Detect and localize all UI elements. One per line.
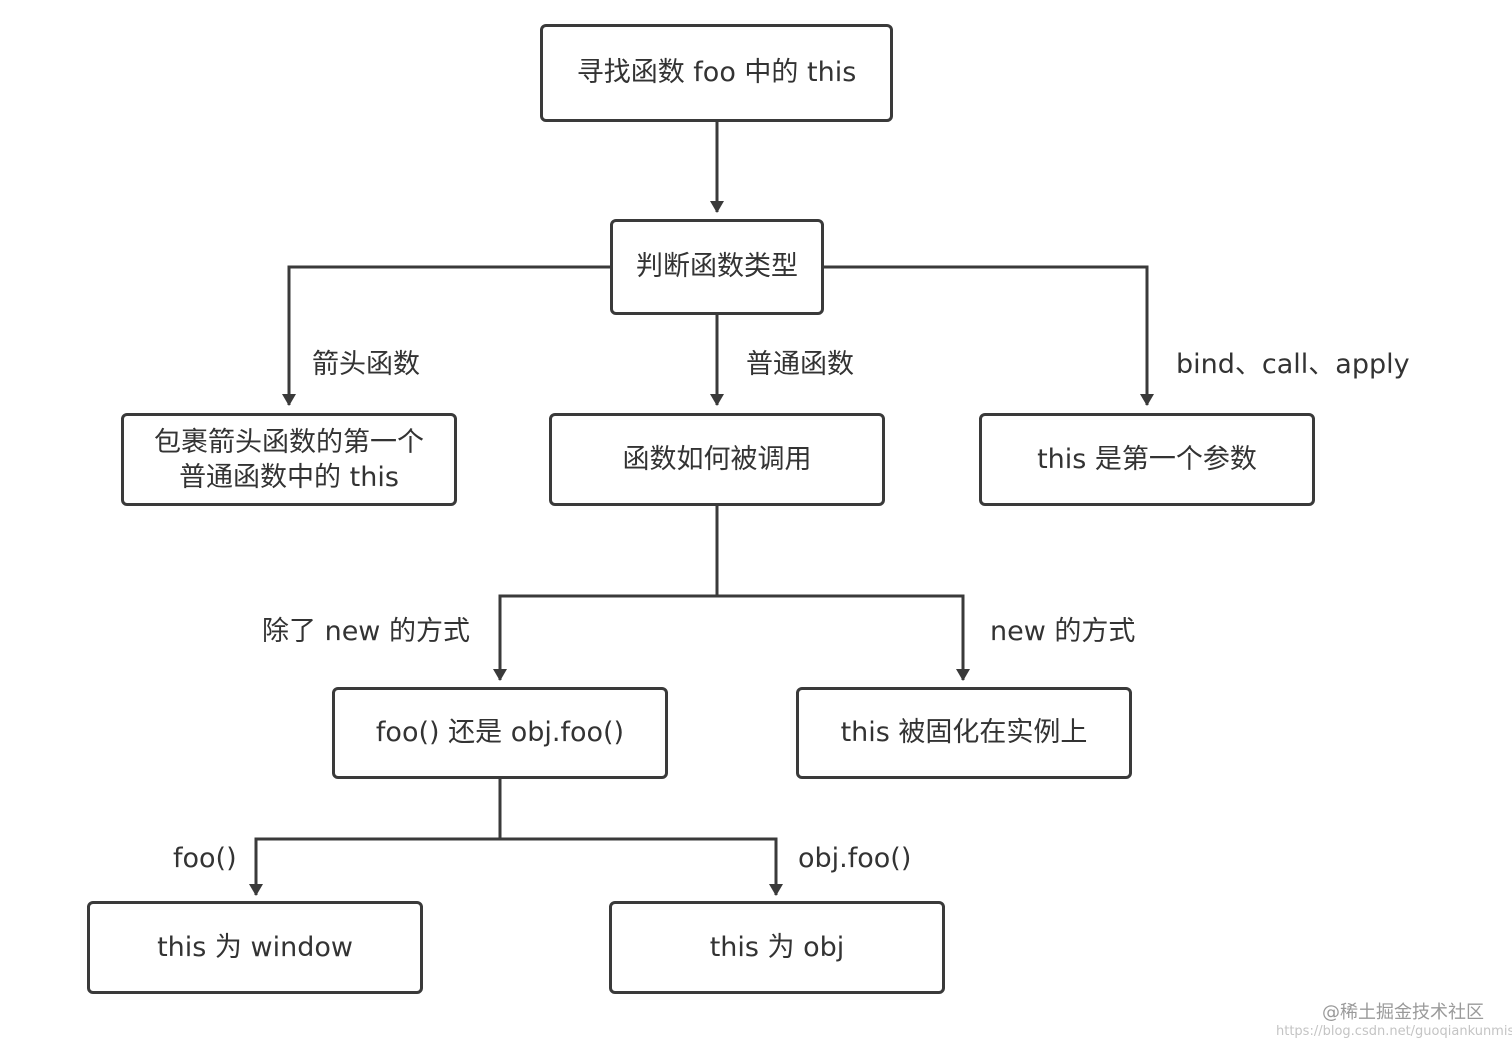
type-check-node: 判断函数类型 bbox=[610, 219, 824, 315]
connector-type-to-arrow bbox=[282, 265, 610, 406]
window-result-node: this 为 window bbox=[87, 901, 423, 994]
edge-label-method-call: obj.foo() bbox=[798, 843, 912, 874]
new-result-node: this 被固化在实例上 bbox=[796, 687, 1132, 779]
connector-to-call-style bbox=[493, 594, 717, 681]
edge-label-arrow-function: 箭头函数 bbox=[312, 349, 420, 380]
connector-type-to-bind bbox=[824, 265, 1154, 406]
edge-label-not-new: 除了 new 的方式 bbox=[262, 616, 470, 647]
connector-to-new-result bbox=[717, 594, 970, 681]
edge-label-new-way: new 的方式 bbox=[990, 616, 1136, 647]
obj-result-node: this 为 obj bbox=[609, 901, 945, 994]
arrow-function-result-node: 包裹箭头函数的第一个 普通函数中的 this bbox=[121, 413, 457, 506]
watermark-url: https://blog.csdn.net/guoqiankunmiss bbox=[1276, 1024, 1512, 1039]
edge-label-bind-call-apply: bind、call、apply bbox=[1176, 349, 1410, 380]
connector-to-window bbox=[249, 837, 500, 896]
connector-to-obj bbox=[500, 837, 783, 896]
root-node: 寻找函数 foo 中的 this bbox=[540, 24, 893, 122]
watermark-brand: @稀土掘金技术社区 bbox=[1322, 1002, 1484, 1023]
edge-label-plain-call: foo() bbox=[173, 843, 237, 874]
edge-label-normal-function: 普通函数 bbox=[746, 349, 854, 380]
call-style-node: foo() 还是 obj.foo() bbox=[332, 687, 668, 779]
bind-call-apply-result-node: this 是第一个参数 bbox=[979, 413, 1315, 506]
how-called-node: 函数如何被调用 bbox=[549, 413, 885, 506]
